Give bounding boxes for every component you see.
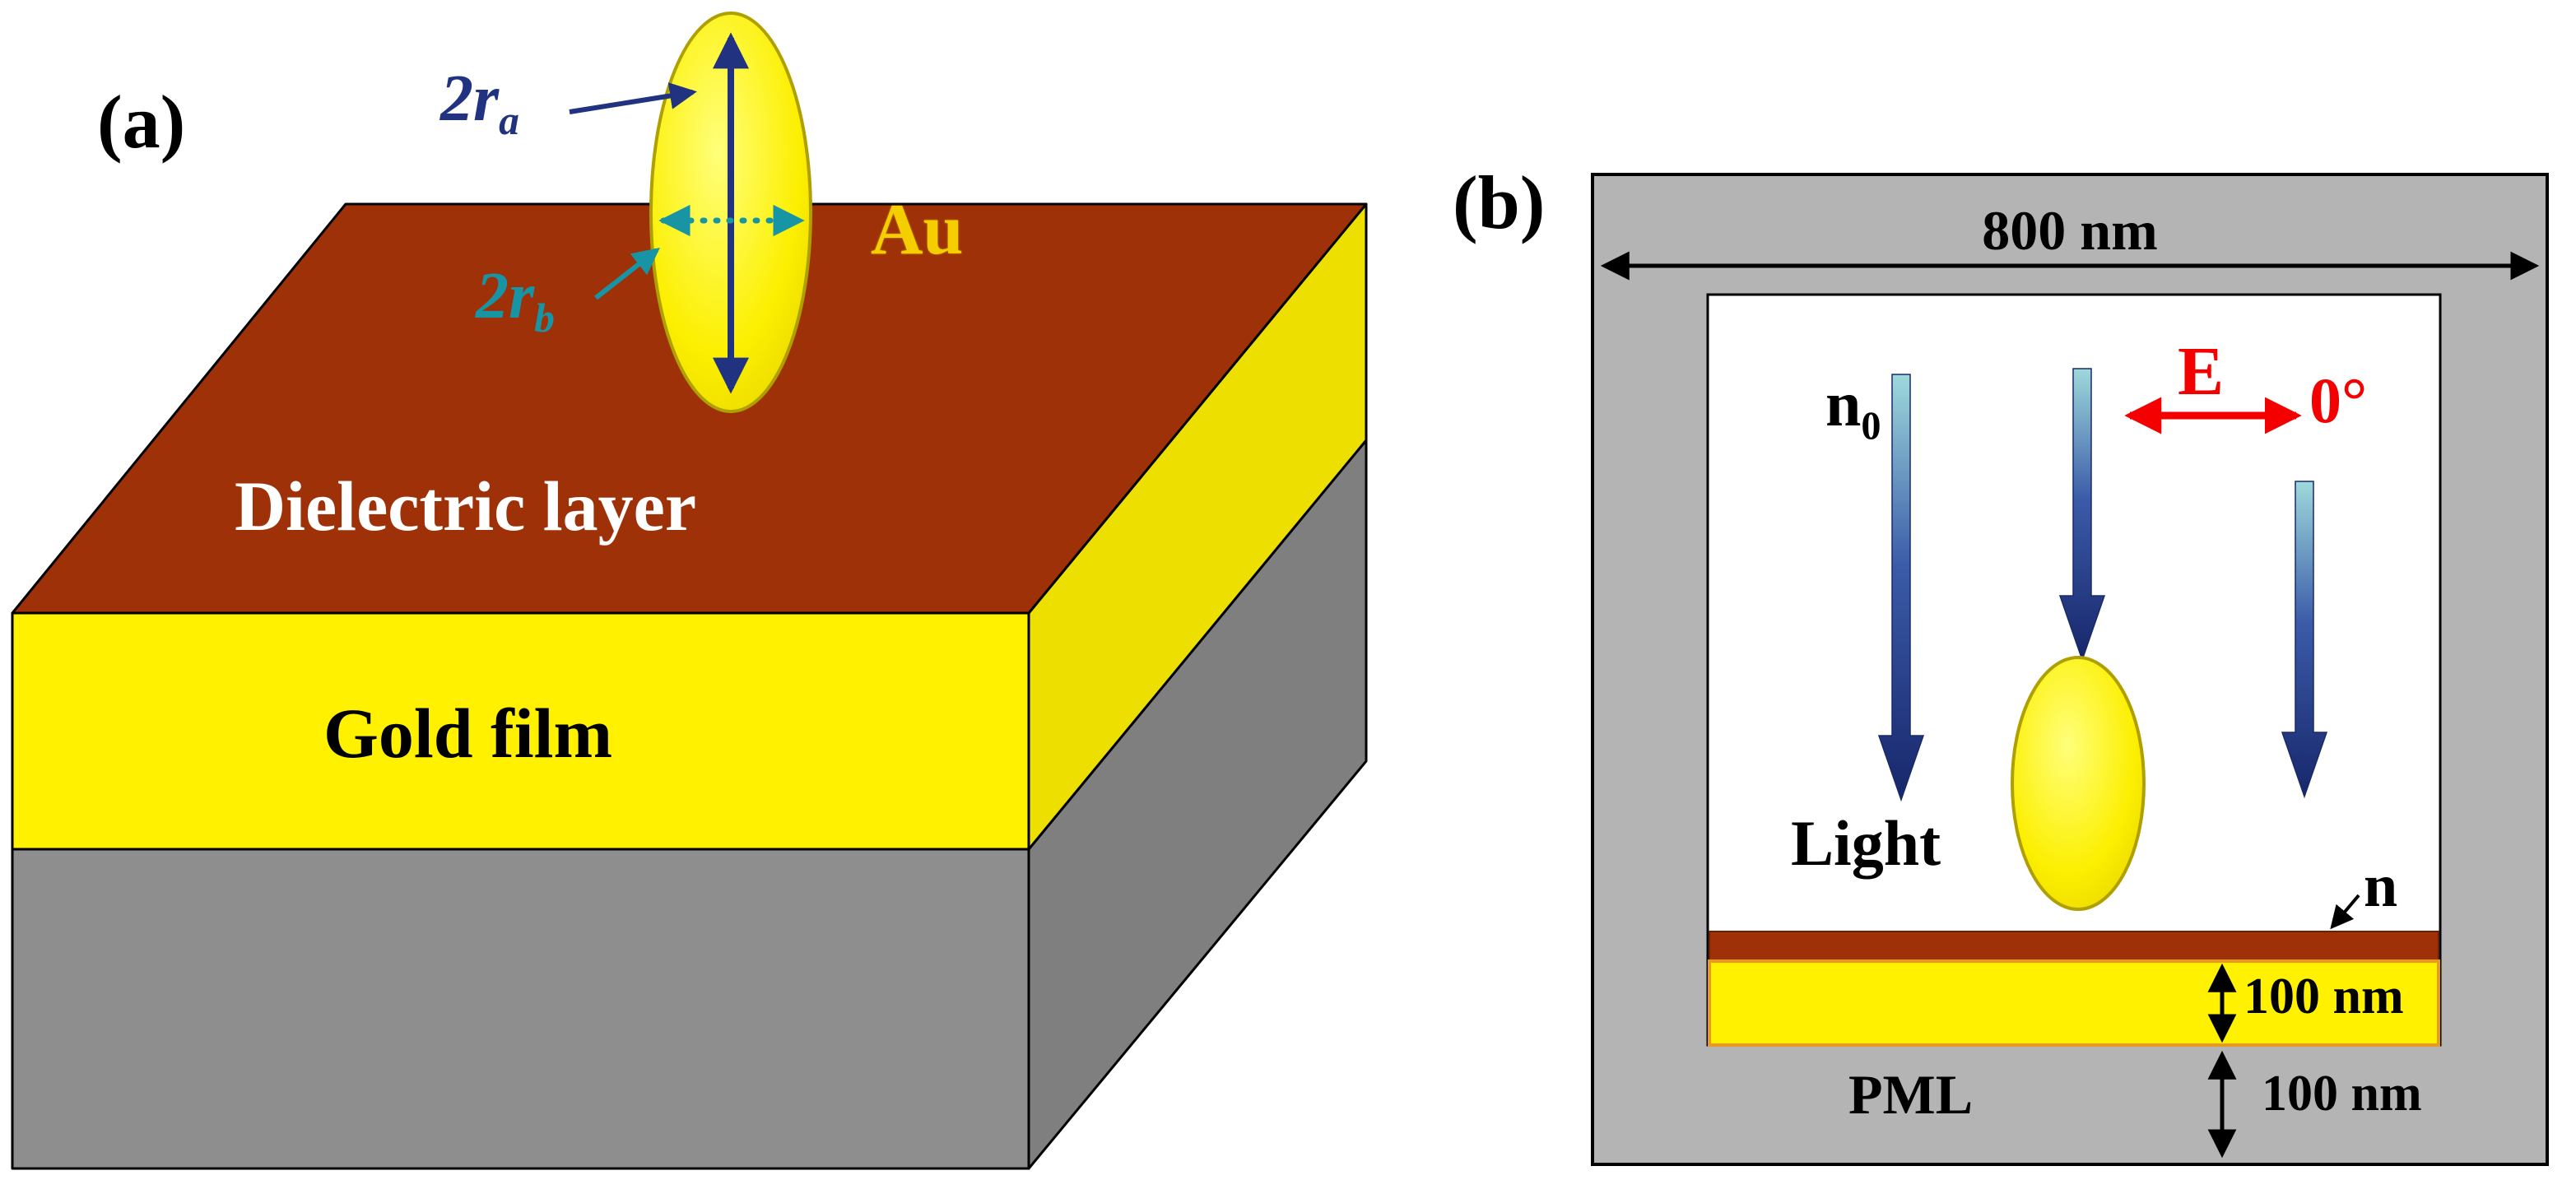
pml-label: PML <box>1848 1063 1974 1126</box>
ambient-index-label: n0 <box>1825 372 1881 447</box>
au-material-label: Au <box>871 190 964 270</box>
ra-diameter-base: 2r <box>440 63 500 135</box>
light-arrow <box>2058 368 2106 662</box>
n-pointer-arrow <box>2330 894 2360 930</box>
ra-pointer-arrow <box>569 82 697 114</box>
rb-diameter-base: 2r <box>476 260 535 332</box>
polarization-angle-label: 0° <box>2309 365 2368 436</box>
light-arrow <box>2281 481 2328 799</box>
rb-diameter-sub: b <box>534 295 555 341</box>
panel-a-label: (a) <box>97 80 186 164</box>
gold-film-bar <box>1708 959 2440 1047</box>
pml-thickness-label: 100 nm <box>2262 1066 2422 1122</box>
substrate-front-face <box>11 848 1030 1170</box>
dielectric-thickness-label: 100 nm <box>2244 969 2404 1024</box>
ra-diameter-label: 2ra <box>440 63 519 141</box>
panel-a-structure <box>11 12 1368 1170</box>
substrate-side-shade <box>1029 440 1366 1168</box>
rb-diameter-label: 2rb <box>476 260 555 338</box>
ambient-index-base: n <box>1825 368 1862 439</box>
domain-width-label: 800 nm <box>1982 199 2158 262</box>
ambient-index-sub: 0 <box>1861 404 1881 448</box>
dielectric-layer-bar <box>1709 931 2439 962</box>
e-field-label: E <box>2178 333 2225 410</box>
ra-diameter-sub: a <box>499 98 519 143</box>
gold-film-side-shade <box>1029 204 1366 849</box>
nanoparticle-ellipse <box>2011 656 2146 911</box>
dielectric-layer-label: Dielectric layer <box>235 467 697 546</box>
dielectric-top-face <box>11 202 1368 615</box>
panel-b-structure <box>1591 173 2549 1166</box>
rb-pointer-arrow <box>594 247 660 300</box>
gold-film-label: Gold film <box>323 694 613 773</box>
panel-b-label: (b) <box>1453 160 1546 244</box>
light-label: Light <box>1791 807 1941 879</box>
dielectric-index-label: n <box>2364 853 2398 920</box>
light-arrow <box>1877 374 1925 802</box>
